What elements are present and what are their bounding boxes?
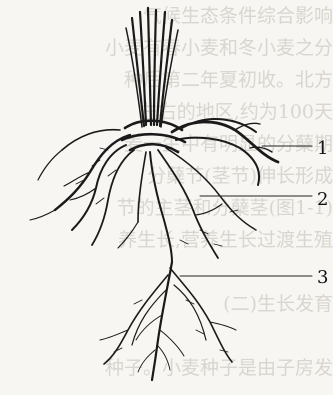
callout-label-2: 2 <box>317 189 328 210</box>
lower-root-system <box>100 262 236 380</box>
callout-label-3: 3 <box>317 267 328 288</box>
callout-leaders <box>180 146 312 276</box>
central-roots <box>118 148 256 262</box>
spreading-roots-right <box>172 119 278 185</box>
callout-label-1: 1 <box>317 138 328 159</box>
spreading-roots-left <box>30 130 134 245</box>
stems-group <box>126 8 178 127</box>
